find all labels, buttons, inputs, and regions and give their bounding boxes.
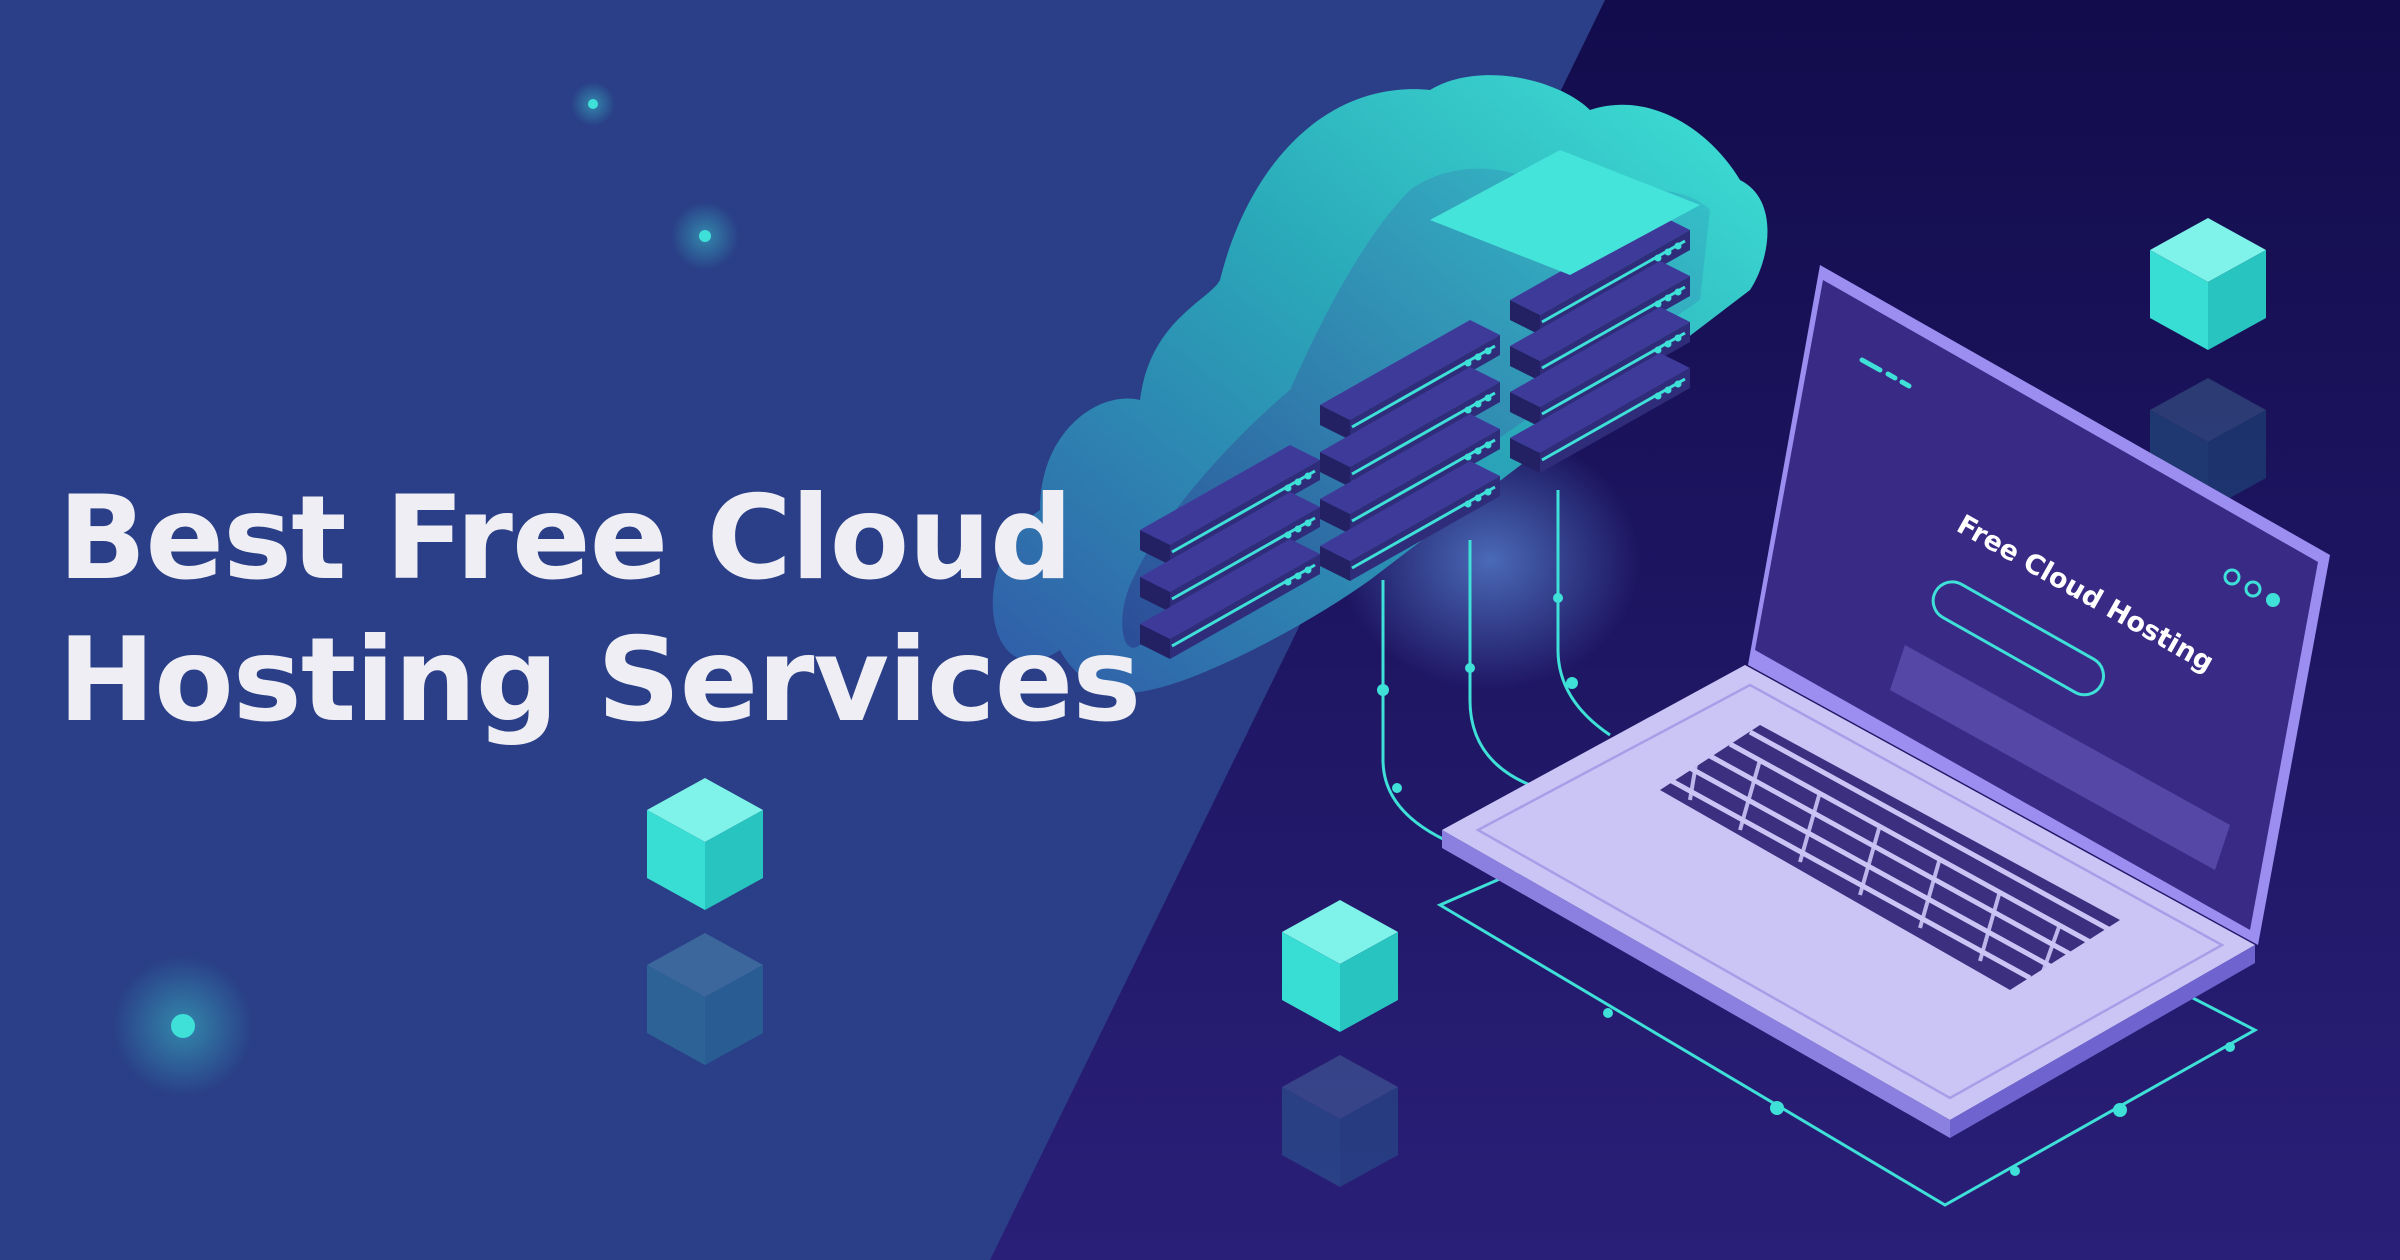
glow-dot-icon [571, 82, 615, 126]
page-title: Best Free Cloud Hosting Services [58, 468, 1141, 752]
screen-input-field [1931, 580, 2105, 697]
title-line-1: Best Free Cloud [58, 471, 1073, 606]
laptop-icon: Free Cloud Hosting [1436, 265, 2330, 1207]
glow-dot-icon [671, 202, 739, 270]
title-line-2: Hosting Services [58, 613, 1141, 748]
glow-dot-icon [113, 956, 253, 1096]
server-rack-icon [1138, 150, 1700, 661]
network-lines [1381, 490, 1611, 842]
